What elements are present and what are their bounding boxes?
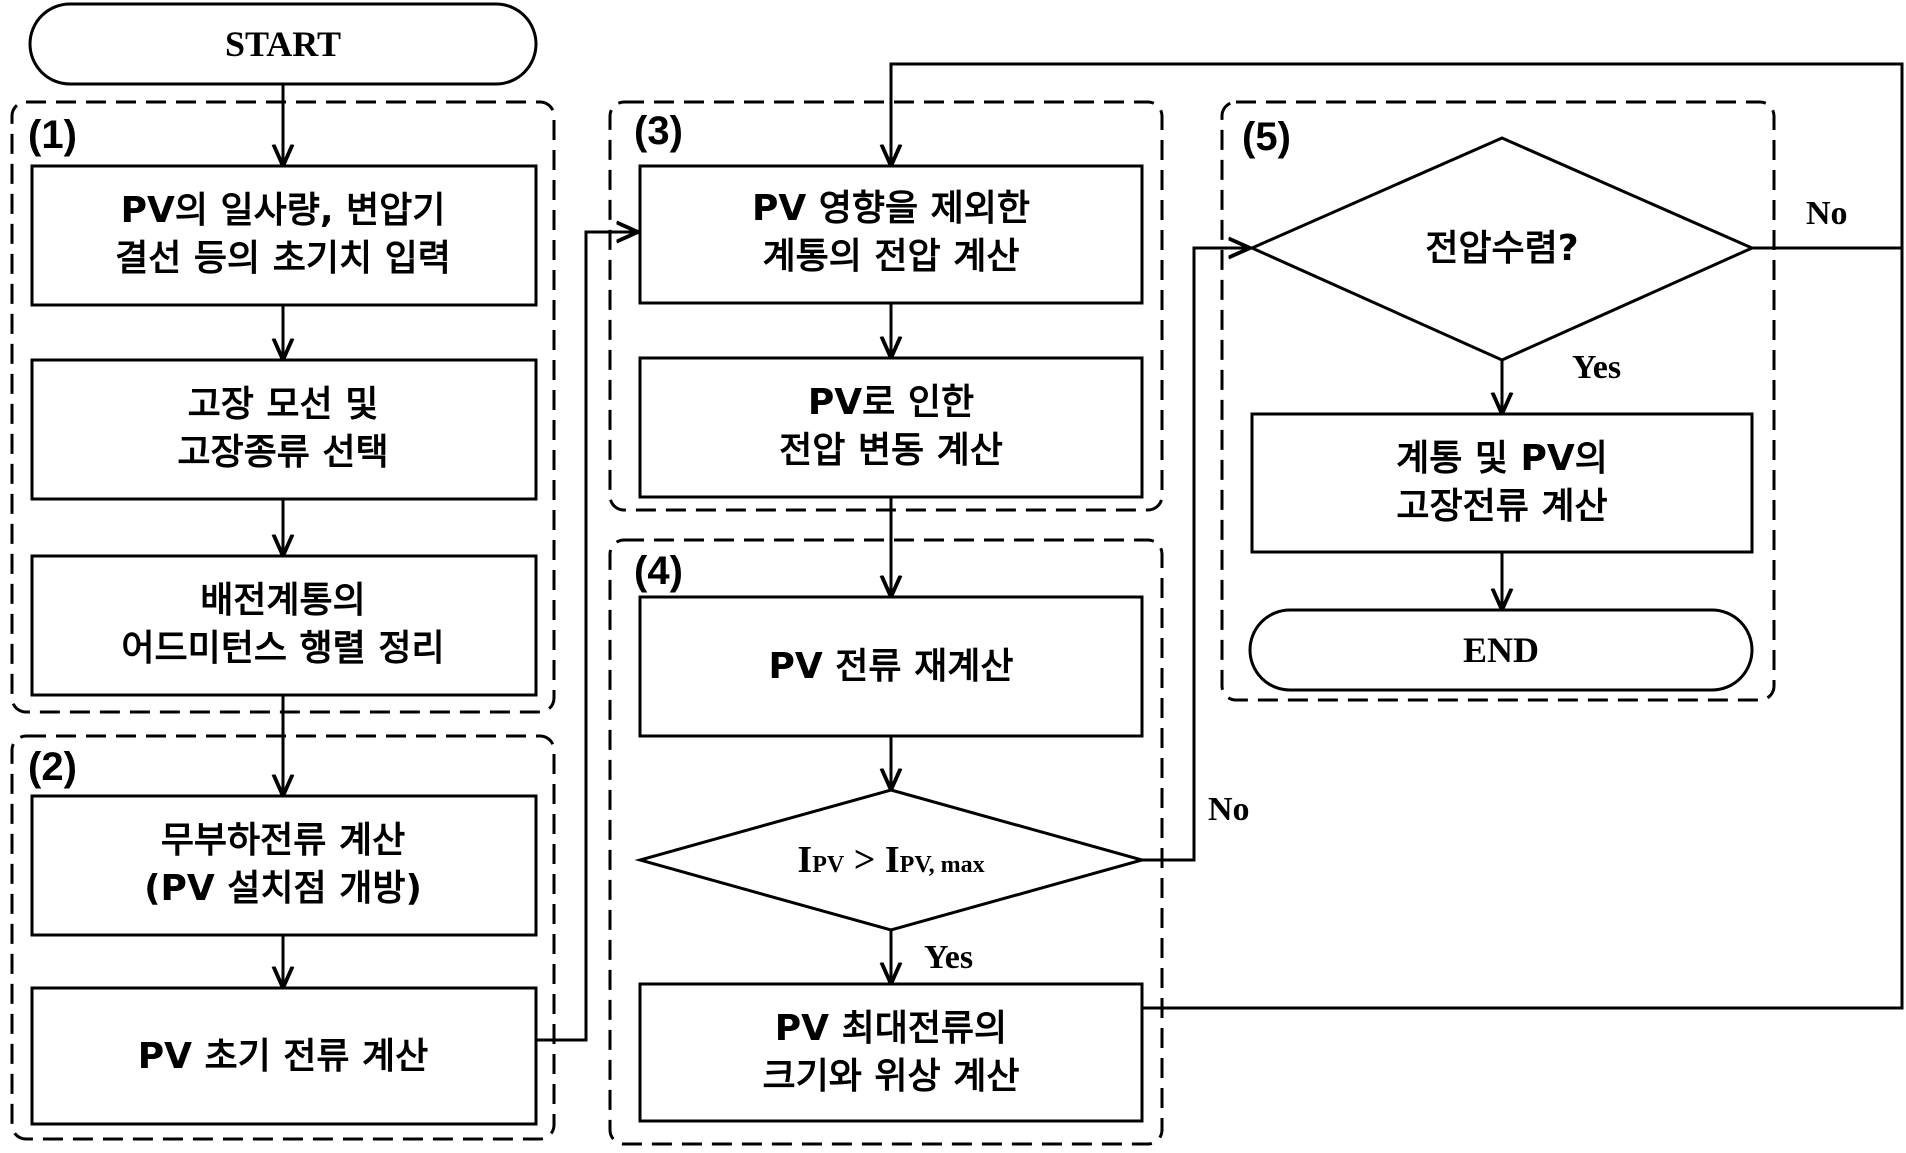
- pv-current-recalc-box: [638, 595, 1144, 738]
- no-load-current-text-1: 무부하전류 계산: [161, 820, 405, 861]
- pv-voltage-change-text-1: PV로 인한: [808, 382, 974, 423]
- group-2-label: (2): [28, 745, 77, 789]
- decision-4-no-label: No: [1208, 791, 1250, 828]
- group-5-frame: [1220, 100, 1776, 702]
- fault-current-text-1: 계통 및 PV의: [1396, 438, 1608, 479]
- group-5-label: (5): [1242, 115, 1291, 159]
- admittance-text-1: 배전계통의: [200, 580, 366, 621]
- fault-select-text-2: 고장종류 선택: [177, 432, 388, 473]
- pv-max-current-text-1: PV 최대전류의: [775, 1008, 1007, 1049]
- voltage-without-pv-box: [638, 164, 1144, 305]
- start-terminal: [28, 2, 538, 86]
- end-terminal: [1248, 608, 1754, 692]
- group-4-label: (4): [634, 549, 683, 593]
- fault-current-box: [1250, 412, 1754, 554]
- decision-4-yes-label: Yes: [924, 939, 973, 976]
- decision-5-no-label: No: [1806, 195, 1848, 232]
- decision-5-yes-label: Yes: [1572, 349, 1621, 386]
- admittance-box: [30, 554, 538, 697]
- pv-current-recalc-text: PV 전류 재계산: [769, 646, 1014, 687]
- current-limit-decision: [634, 788, 1148, 932]
- voltage-converge-decision: [1248, 136, 1756, 362]
- no-load-current-text-2: (PV 설치점 개방): [144, 868, 422, 909]
- admittance-text-2: 어드미턴스 행렬 정리: [121, 628, 444, 669]
- end-label: END: [1463, 630, 1539, 670]
- group-3-label: (3): [634, 109, 683, 153]
- fault-select-box: [30, 358, 538, 501]
- fault-current-text-2: 고장전류 계산: [1396, 486, 1607, 527]
- voltage-converge-text: 전압수렴?: [1425, 228, 1578, 269]
- initial-input-box: [30, 164, 538, 307]
- initial-input-text-2: 결선 등의 초기치 입력: [115, 238, 451, 279]
- pv-initial-current-text: PV 초기 전류 계산: [138, 1036, 429, 1077]
- pv-voltage-change-text-2: 전압 변동 계산: [779, 430, 1003, 471]
- fault-select-text-1: 고장 모선 및: [188, 384, 379, 425]
- group-1-label: (1): [28, 113, 77, 157]
- voltage-without-pv-text-2: 계통의 전압 계산: [763, 236, 1020, 277]
- start-label: START: [225, 24, 341, 64]
- pv-initial-current-box: [30, 986, 538, 1126]
- pv-max-current-box: [638, 982, 1144, 1123]
- voltage-without-pv-text-1: PV 영향을 제외한: [752, 188, 1030, 229]
- initial-input-text-1: PV의 일사량, 변압기: [121, 190, 446, 231]
- pv-max-current-text-2: 크기와 위상 계산: [763, 1056, 1020, 1097]
- connectors: [283, 62, 1904, 1042]
- current-limit-condition: IPV > IPV, max: [797, 839, 984, 881]
- pv-voltage-change-box: [638, 356, 1144, 499]
- no-load-current-box: [30, 794, 538, 937]
- group-3-frame: [608, 100, 1164, 512]
